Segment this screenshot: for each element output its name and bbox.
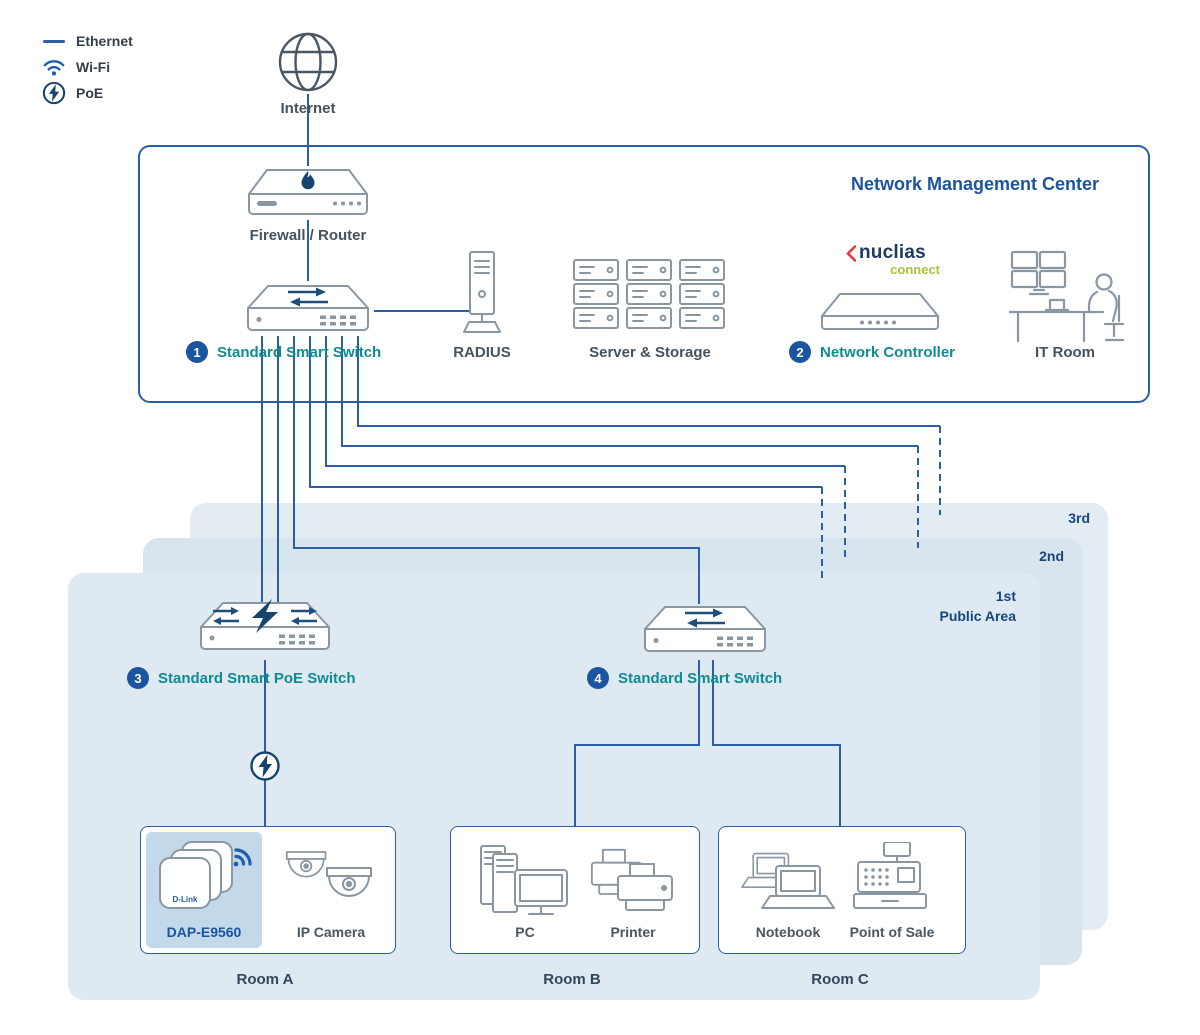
itroom-icon <box>1008 250 1125 343</box>
room-c-label: Room C <box>811 971 869 988</box>
notebook-icon <box>741 852 835 909</box>
ethernet-line-icon <box>42 39 66 43</box>
poe-icon <box>42 81 66 105</box>
nuclias-logo: nuclias connect <box>846 242 946 277</box>
pos-label: Point of Sale <box>849 924 935 940</box>
access-point-icon: D-Link <box>159 841 252 909</box>
floor-label-2nd: 2nd <box>1039 548 1064 564</box>
dlink-logo: D-Link <box>173 895 198 904</box>
ip-camera-icon <box>285 851 372 897</box>
controller-icon <box>821 293 939 330</box>
nuclias-connect: connect <box>890 262 940 277</box>
room-c-box <box>718 826 966 954</box>
nmc-title: Network Management Center <box>850 174 1100 194</box>
internet-globe-icon <box>278 32 338 92</box>
legend: Ethernet Wi-Fi PoE <box>42 28 133 106</box>
switch4-label: Standard Smart Switch <box>618 669 783 687</box>
printer-icon <box>590 848 673 911</box>
firewall-label: Firewall / Router <box>249 227 367 244</box>
badge-4: 4 <box>587 667 609 689</box>
arrows-icon <box>213 607 317 625</box>
ap-wifi-icon <box>234 848 252 866</box>
itroom-label: IT Room <box>1035 344 1095 361</box>
legend-label-wifi: Wi-Fi <box>76 59 111 75</box>
radius-icon <box>463 251 501 333</box>
radius-label: RADIUS <box>453 344 511 361</box>
dap-label: DAP-E9560 <box>166 924 242 940</box>
nuclias-brand: nuclias <box>859 242 926 263</box>
lightning-icon <box>252 599 278 633</box>
internet-label: Internet <box>280 100 336 117</box>
room-a-label: Room A <box>236 971 294 988</box>
badge-3: 3 <box>127 667 149 689</box>
legend-item-wifi: Wi-Fi <box>42 54 133 80</box>
controller-label-row: 2 Network Controller <box>789 341 955 363</box>
floor-label-public-area: Public Area <box>939 608 1016 624</box>
switch1-label-row: 1 Standard Smart Switch <box>186 341 381 363</box>
legend-label-poe: PoE <box>76 85 104 101</box>
badge-2: 2 <box>789 341 811 363</box>
arrows-icon <box>685 608 725 628</box>
legend-item-poe: PoE <box>42 80 133 106</box>
floor-label-3rd: 3rd <box>1068 510 1090 526</box>
poe-switch-icon <box>200 599 330 650</box>
switch4-label-row: 4 Standard Smart Switch <box>587 667 782 689</box>
arrows-icon <box>288 287 328 307</box>
controller-label: Network Controller <box>820 343 956 361</box>
pc-label: PC <box>515 924 535 940</box>
floor-label-1st: 1st <box>995 588 1016 604</box>
server-storage-icon <box>573 259 725 329</box>
poe-switch-label: Standard Smart PoE Switch <box>158 669 356 687</box>
legend-item-ethernet: Ethernet <box>42 28 133 54</box>
firewall-icon <box>248 169 368 215</box>
pc-icon <box>480 845 568 915</box>
badge-1: 1 <box>186 341 208 363</box>
wifi-icon <box>42 57 66 77</box>
switch1-icon <box>247 285 369 331</box>
poe-switch-label-row: 3 Standard Smart PoE Switch <box>127 667 356 689</box>
room-b-label: Room B <box>543 971 601 988</box>
server-storage-label: Server & Storage <box>589 344 711 361</box>
notebook-label: Notebook <box>755 924 821 940</box>
nuclias-chevron-icon <box>846 244 856 262</box>
ip-camera-label: IP Camera <box>296 924 366 940</box>
poe-inline-icon <box>250 751 280 781</box>
switch4-icon <box>644 606 766 652</box>
flame-icon <box>301 171 315 190</box>
legend-label-ethernet: Ethernet <box>76 33 133 49</box>
printer-label: Printer <box>610 924 656 940</box>
pos-icon <box>853 842 927 909</box>
switch1-label: Standard Smart Switch <box>217 343 382 361</box>
